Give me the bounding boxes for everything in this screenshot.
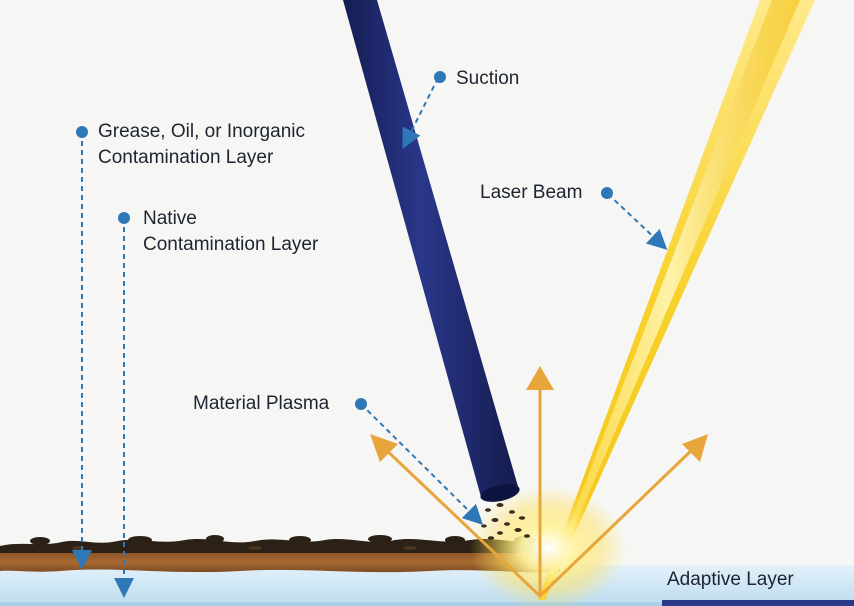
label-material-plasma: Material Plasma [193, 393, 330, 414]
label-grease-layer: Grease, Oil, or Inorganic Contamination … [98, 119, 305, 171]
label-adaptive-layer: Adaptive Layer [667, 569, 794, 590]
native-contamination-layer [0, 552, 560, 573]
debris-particles [481, 503, 530, 540]
label-grease-line2: Contamination Layer [98, 147, 274, 168]
callout-dot-plasma [355, 398, 367, 410]
label-native-line2: Contamination Layer [143, 234, 319, 255]
substrate-base [0, 565, 854, 606]
plasma-arrow-left [380, 444, 542, 598]
impact-glow [470, 486, 626, 606]
callouts [72, 77, 668, 598]
plasma-arrowhead-right [682, 434, 708, 462]
adaptive-layer-bar [662, 600, 854, 606]
label-grease-line1: Grease, Oil, or Inorganic [98, 121, 305, 142]
substrate-layers [0, 535, 854, 606]
plasma-arrows [370, 366, 708, 598]
plasma-arrowhead-left [370, 434, 398, 462]
callout-dot-laser [601, 187, 613, 199]
label-laser-beam: Laser Beam [480, 182, 583, 203]
callout-dot-suction [434, 71, 446, 83]
laser-beam [538, 0, 815, 600]
plasma-arrow-right [538, 444, 698, 598]
label-suction: Suction [456, 68, 520, 89]
callout-dots [76, 71, 613, 410]
callout-line-laser [607, 193, 668, 250]
callout-dot-native [118, 212, 130, 224]
suction-tube [343, 0, 520, 502]
base-line [0, 602, 662, 606]
label-native-line1: Native [143, 208, 197, 229]
callout-line-suction [402, 77, 439, 149]
callout-line-plasma [360, 403, 484, 526]
callout-dot-grease [76, 126, 88, 138]
label-native-layer: Native Contamination Layer [143, 206, 318, 258]
plasma-arrowhead-up [526, 366, 554, 390]
